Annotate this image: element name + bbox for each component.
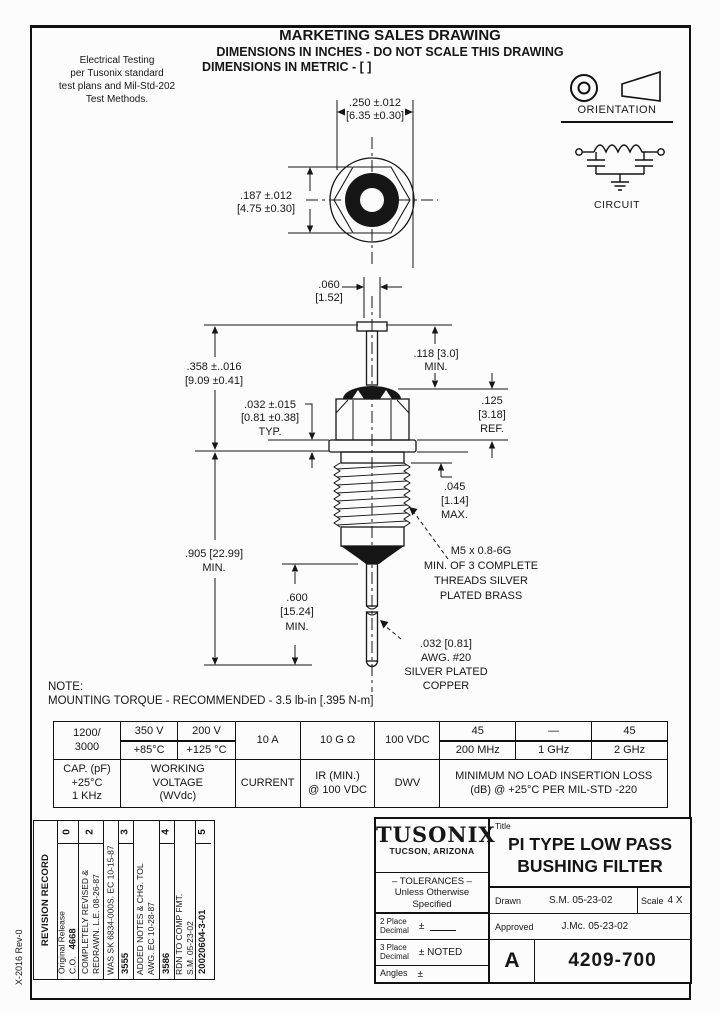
dim-600: .600: [286, 592, 307, 604]
svg-text:[1.52]: [1.52]: [315, 292, 343, 304]
svg-text:[3.18]: [3.18]: [478, 409, 506, 421]
dimension-labels: .250 ±.012 [6.35 ±0.30] .187 ±.012 [4.75…: [185, 97, 538, 692]
tolerance-angles: Angles ±: [380, 968, 424, 980]
dimension-arrows: [211, 108, 496, 665]
svg-text:AWG. #20: AWG. #20: [421, 652, 471, 664]
svg-text:[1.14]: [1.14]: [441, 495, 469, 507]
tolerances-note: – TOLERANCES – Unless Otherwise Specifie…: [376, 873, 488, 914]
dim-032-flange: .032 ±.015: [244, 399, 296, 411]
side-profile-icon: [621, 70, 661, 102]
orientation-divider: [561, 121, 673, 123]
thread-section: [333, 462, 411, 528]
svg-text:TYP.: TYP.: [258, 426, 281, 438]
wire-callout: .032 [0.81]: [420, 638, 472, 650]
revision-5-co: 5 20020604-3-01: [195, 821, 211, 979]
sheet-title: MARKETING SALES DRAWING: [279, 27, 501, 44]
dim-045: .045: [444, 481, 465, 493]
revision-4-co: 4 3586: [159, 821, 175, 979]
blank-line: [430, 922, 457, 931]
svg-text:[0.81 ±0.38]: [0.81 ±0.38]: [241, 412, 299, 424]
orientation-icons: [570, 70, 661, 102]
svg-text:THREADS SILVER: THREADS SILVER: [434, 575, 528, 587]
dimension-lines: [195, 100, 508, 666]
number-row: A 4209-700: [490, 940, 690, 982]
col-insulation-resistance: 10 G Ω IR (MIN.)@ 100 VDC: [300, 722, 376, 807]
orientation-label: ORIENTATION: [577, 104, 657, 116]
drawing-number: 4209-700: [568, 950, 657, 971]
dim-187: .187 ±.012: [240, 190, 292, 202]
glass-seal-dome: [343, 386, 401, 399]
lead-wire-upper: [365, 563, 379, 607]
revision-3-desc: WAS SK 6834-000S. EC 10-15-87: [103, 821, 119, 979]
front-view-icon: [570, 74, 598, 102]
lead-wire-lower: [365, 611, 379, 662]
sheet-size: A: [490, 940, 535, 982]
solder-cone: [341, 546, 404, 564]
col-insertion-loss: 45 — 45 200 MHz 1 GHz 2 GHz MINIMUM NO L…: [440, 722, 667, 807]
dim-060: .060: [318, 279, 339, 291]
svg-text:[6.35 ±0.30]: [6.35 ±0.30]: [346, 110, 404, 122]
pin: [365, 330, 379, 386]
filter-drawing: .250 ±.012 [6.35 ±0.30] .187 ±.012 [4.75…: [185, 97, 538, 692]
col-dwv: 100 VDC DWV: [375, 722, 441, 807]
svg-text:SILVER PLATED: SILVER PLATED: [404, 666, 487, 678]
sheet-subtitle-metric: DIMENSIONS IN METRIC - [ ]: [202, 60, 372, 74]
dim-250: .250 ±.012: [349, 97, 401, 109]
scale-cell: Scale 4 X: [637, 888, 690, 913]
sheet-subtitle-inches: DIMENSIONS IN INCHES - DO NOT SCALE THIS…: [216, 45, 564, 59]
margin-revision-note: X-2016 Rev-0: [14, 929, 24, 985]
revision-2: 2 COMPLETELY REVISED & REDRAWN. L.E. 08-…: [78, 821, 104, 979]
dim-905: .905 [22.99]: [185, 548, 243, 560]
circuit-schematic-icon: [575, 144, 665, 191]
approved-row: Approved J.Mc. 05-23-02: [490, 914, 690, 940]
neck: [340, 451, 405, 464]
sheet-border: [30, 25, 691, 1000]
col-current: 10 A CURRENT: [235, 722, 301, 807]
thread-callout: M5 x 0.8-6G: [451, 545, 512, 557]
side-view: [328, 321, 417, 668]
top-view: [329, 157, 415, 243]
svg-text:[9.09 ±0.41]: [9.09 ±0.41]: [185, 375, 243, 387]
dim-125: .125: [481, 395, 502, 407]
svg-text:MIN.: MIN.: [202, 562, 225, 574]
electrical-testing-note: Electrical Testing per Tusonix standard …: [58, 55, 176, 105]
svg-text:[15.24]: [15.24]: [280, 606, 314, 618]
drawn-row: Drawn S.M. 05-23-02 Scale 4 X: [490, 888, 690, 914]
svg-text:MIN.: MIN.: [424, 361, 447, 373]
revision-record-header: REVISION RECORD: [34, 821, 58, 979]
revision-4-desc: ADDED NOTES & CHG. TOL AWG. EC 10-28-87: [133, 821, 160, 979]
svg-text:PLATED BRASS: PLATED BRASS: [440, 590, 522, 602]
revision-3-co: 3 3555: [118, 821, 134, 979]
circuit-label: CIRCUIT: [593, 199, 641, 211]
revision-record: REVISION RECORD 0 Original Release C.O. …: [33, 820, 215, 980]
svg-text:COPPER: COPPER: [423, 680, 470, 692]
title-block: TUSONIX TUCSON, ARIZONA – TOLERANCES – U…: [374, 817, 692, 984]
revision-0: 0 Original Release C.O. 4668: [56, 821, 79, 979]
svg-text:MAX.: MAX.: [441, 509, 468, 521]
svg-text:MIN. OF 3 COMPLETE: MIN. OF 3 COMPLETE: [424, 560, 538, 572]
mounting-note: NOTE: MOUNTING TORQUE - RECOMMENDED - 3.…: [48, 681, 374, 708]
dim-358: .358 ±..016: [187, 361, 242, 373]
svg-text:REF.: REF.: [480, 423, 504, 435]
company-logo: TUSONIX TUCSON, ARIZONA: [376, 819, 495, 873]
svg-text:MIN.: MIN.: [285, 621, 308, 633]
revision-5-desc: RDN TO COMP FMT. S.M. 05-23-02: [173, 821, 196, 979]
drawing-title: Title PI TYPE LOW PASS BUSHING FILTER: [490, 819, 690, 888]
svg-text:[4.75 ±0.30]: [4.75 ±0.30]: [237, 203, 295, 215]
dim-118: .118 [3.0]: [413, 348, 458, 360]
